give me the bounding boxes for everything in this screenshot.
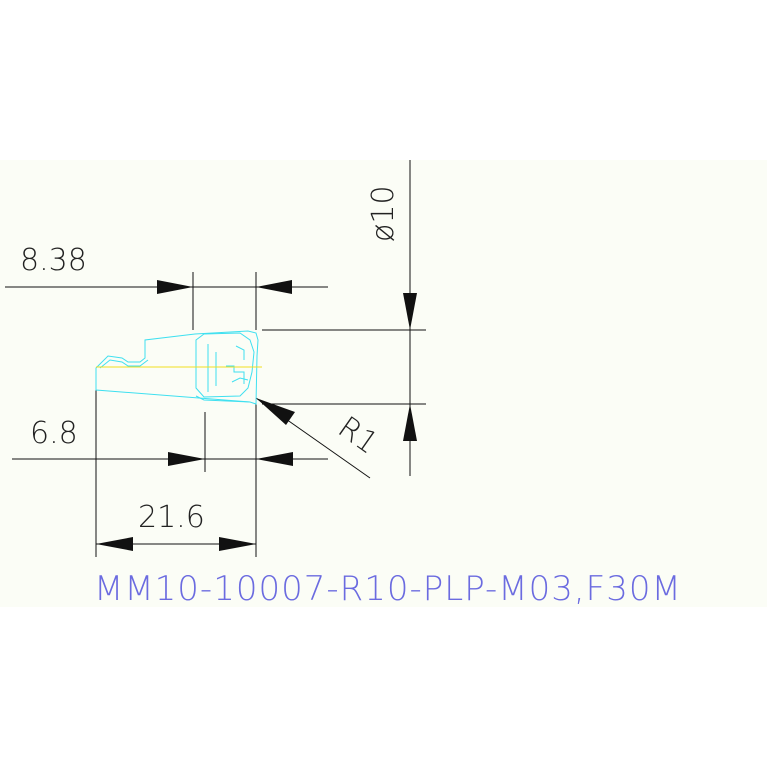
dimension-top-width: 8.38 xyxy=(5,243,328,330)
arrow-head xyxy=(256,452,293,466)
arrow-head xyxy=(157,280,193,294)
arrow-head xyxy=(168,452,205,466)
dimension-overall-length: 21.6 xyxy=(95,368,257,557)
dimension-bottom-width: 6.8 xyxy=(12,412,328,472)
dimension-radius: R1 xyxy=(255,397,384,479)
part-code-label: MM10-10007-R10-PLP-M03,F30M xyxy=(94,569,682,609)
dimension-label-bottom-width: 6.8 xyxy=(30,416,78,451)
part-outline xyxy=(95,330,259,405)
arrow-head xyxy=(256,398,295,425)
arrow-head xyxy=(403,293,417,330)
arrow-head xyxy=(256,280,292,294)
dimension-label-overall-length: 21.6 xyxy=(138,500,205,535)
dimension-label-top-width: 8.38 xyxy=(20,243,87,278)
dimension-label-diameter: ø10 xyxy=(366,185,401,242)
arrow-head xyxy=(403,404,417,441)
drawing-area xyxy=(0,160,767,607)
dimension-diameter: ø10 xyxy=(262,160,426,476)
arrow-head xyxy=(219,537,256,551)
arrow-head xyxy=(96,537,133,551)
dimension-label-radius: R1 xyxy=(331,410,384,462)
